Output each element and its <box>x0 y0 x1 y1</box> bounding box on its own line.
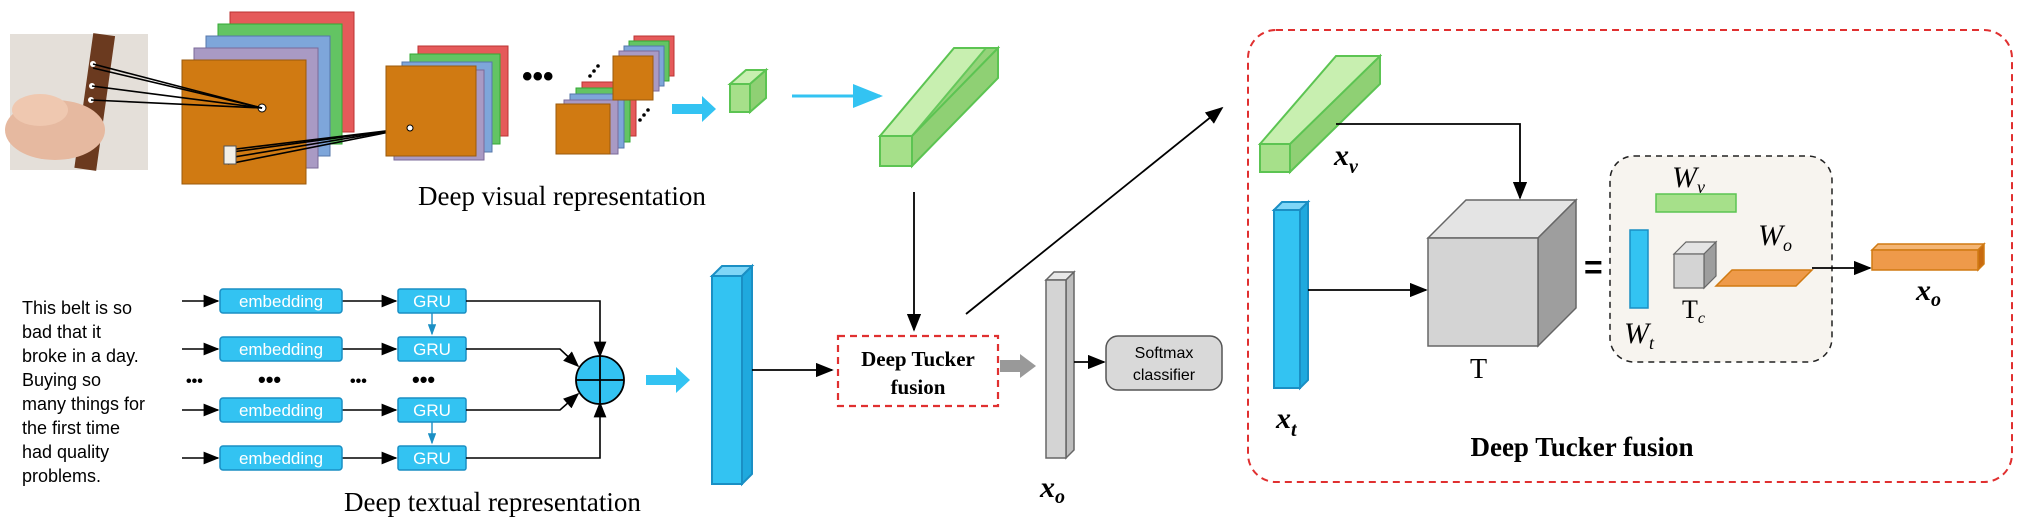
xv-label: xv <box>1333 139 1359 178</box>
conv-feature-stack-2 <box>385 45 509 161</box>
gru-boxes <box>397 288 467 471</box>
conv-feature-stack-3 <box>555 81 637 155</box>
receptive-field-lines <box>90 63 411 165</box>
review-line: problems. <box>22 466 101 486</box>
review-text: This belt is so bad that it broke in a d… <box>22 298 145 486</box>
wv-matrix <box>1655 193 1737 213</box>
equals-sign: = <box>1584 249 1603 285</box>
textual-feature-vector <box>709 263 755 487</box>
tc-label: Tc <box>1682 295 1705 327</box>
embedding-boxes <box>219 288 343 471</box>
embedding-label: embedding <box>239 449 323 468</box>
sum-icon <box>575 355 625 405</box>
softmax-line2: classifier <box>1133 367 1196 384</box>
review-line: broke in a day. <box>22 346 139 366</box>
fusion-box-line1: Deep Tucker <box>861 347 975 371</box>
fusion-to-output-arrow <box>1000 354 1036 378</box>
gru-label: GRU <box>413 401 451 420</box>
fusion-box <box>836 334 1000 408</box>
xt-label: xt <box>1275 402 1298 441</box>
textual-caption: Deep textual representation <box>344 487 641 517</box>
review-line: many things for <box>22 394 145 414</box>
embedding-label: embedding <box>239 340 323 359</box>
xv-to-core-arrow <box>1336 123 1528 200</box>
embedding-label: embedding <box>239 292 323 311</box>
detail-title: Deep Tucker fusion <box>1470 432 1693 462</box>
visual-feature-vector <box>877 45 1001 169</box>
text-ellipsis: ••• <box>186 373 203 390</box>
conv-feature-stack-1 <box>181 11 355 185</box>
visual-caption: Deep visual representation <box>418 181 706 211</box>
gru-label: GRU <box>413 292 451 311</box>
xo-label: xo <box>1915 274 1941 311</box>
wt-matrix <box>1629 229 1649 309</box>
text-ellipsis: ••• <box>350 373 367 390</box>
wo-label: Wo <box>1758 219 1792 255</box>
gru-label: GRU <box>413 340 451 359</box>
text-ellipsis: ••• <box>258 367 281 392</box>
text-encoder-rows <box>182 294 398 465</box>
softmax-box <box>1105 335 1223 391</box>
review-line: Buying so <box>22 370 101 390</box>
softmax-line1: Softmax <box>1135 345 1194 362</box>
core-tensor-label: T <box>1470 354 1487 385</box>
fusion-box-line2: fusion <box>891 375 946 399</box>
embedding-label: embedding <box>239 401 323 420</box>
text-flow-arrow <box>646 367 690 393</box>
diag-dots <box>588 64 650 122</box>
review-line: This belt is so <box>22 298 132 318</box>
conv-feature-stack-4 <box>612 35 675 101</box>
text-ellipsis: ••• <box>412 367 435 392</box>
gru-to-sum-lines <box>466 300 607 459</box>
review-line: the first time <box>22 418 120 438</box>
output-vector <box>1044 270 1076 460</box>
xt-vector <box>1271 199 1311 391</box>
xo-vector <box>1870 242 1986 272</box>
visual-ellipsis: ••• <box>522 60 554 93</box>
zoom-arrow <box>965 106 1224 315</box>
gru-label: GRU <box>413 449 451 468</box>
output-label: xo <box>1039 471 1065 508</box>
wv-label: Wv <box>1672 161 1705 197</box>
receptive-patch <box>223 145 237 165</box>
core-tensor-cube <box>1426 198 1578 348</box>
review-line: had quality <box>22 442 109 462</box>
wo-matrix <box>1714 269 1814 287</box>
visual-vector-small <box>727 67 769 115</box>
xv-vector <box>1257 53 1383 175</box>
wt-label: Wt <box>1624 317 1655 353</box>
tc-cube <box>1672 240 1718 290</box>
visual-flow-arrow-1 <box>672 96 716 122</box>
review-line: bad that it <box>22 322 101 342</box>
